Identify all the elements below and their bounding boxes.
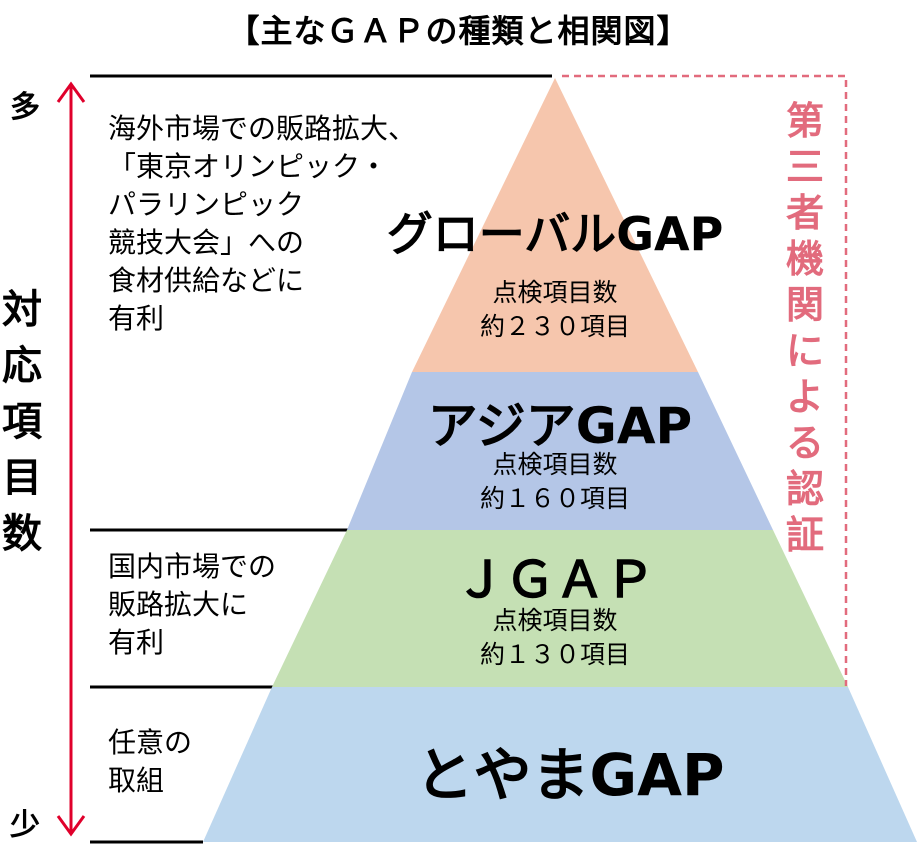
tier-global-count: 点検項目数 約２３０項目 [455,276,655,344]
third-party-char: る [785,421,824,465]
note-global: 海外市場での販路拡大、 「東京オリンピック・ パラリンピック 競技大会」への 食… [108,110,416,338]
note-line: 有利 [108,626,165,659]
tier-toyama-name: とやまGAP [415,741,725,809]
axis-label: 対 応 項 目 数 [2,282,42,562]
axis-label-char: 項 [2,399,42,445]
axis-bottom-label: 少 [10,808,40,843]
note-line: 販路拡大に [108,588,249,621]
tier-jgap-count: 点検項目数 約１３０項目 [455,604,655,672]
note-line: 食材供給などに [108,264,305,297]
axis-label-char: 応 [2,343,42,389]
tier-count-value: 約１６０項目 [479,484,630,513]
note-line: 取組 [108,764,165,797]
note-jgap: 国内市場での 販路拡大に 有利 [108,548,276,662]
third-party-bracket [562,74,848,686]
third-party-char: 三 [785,145,824,189]
tier-asia-count: 点検項目数 約１６０項目 [455,448,655,516]
third-party-certification-label: 第 三 者 機 関 に よ る 認 証 [782,98,828,558]
third-party-char: 第 [785,99,824,143]
tier-count-value: 約２３０項目 [479,312,630,341]
axis-label-char: 対 [2,287,42,333]
note-line: 海外市場での販路拡大、 [108,112,417,145]
third-party-char: に [785,329,824,373]
note-line: 任意の [108,726,193,759]
tier-jgap-band [272,530,848,687]
note-line: 有利 [108,302,165,335]
third-party-char: 機 [785,237,824,281]
tier-jgap-name: ＪＧＡＰ [455,551,655,609]
tier-toyama-band [203,687,917,842]
tier-global-band [412,78,698,372]
third-party-char: 者 [785,191,824,235]
axis-arrow-head-bottom [56,815,86,837]
third-party-char: 証 [785,513,824,557]
third-party-char: 認 [785,467,824,511]
axis-label-char: 目 [2,455,42,501]
note-line: 国内市場での [108,550,277,583]
tier-count-value: 約１３０項目 [479,640,630,669]
tier-count-label: 点検項目数 [492,606,618,635]
tier-asia-band [347,372,773,530]
third-party-char: 関 [785,283,824,327]
axis-arrow-head-top [56,81,86,103]
tier-global-name: グローバルGAP [386,207,724,261]
note-line: 「東京オリンピック・ [108,150,388,183]
note-toyama: 任意の 取組 [108,724,192,800]
axis-top-label: 多 [10,90,40,125]
axis-label-char: 数 [2,511,42,557]
tier-count-label: 点検項目数 [492,278,618,307]
tier-count-label: 点検項目数 [492,450,618,479]
diagram-title: 【主なＧＡＰの種類と相関図】 [227,12,690,50]
note-line: パラリンピック [108,188,305,221]
third-party-char: よ [785,375,824,419]
tier-asia-name: アジアGAP [427,397,693,455]
note-line: 競技大会」への [108,226,305,259]
